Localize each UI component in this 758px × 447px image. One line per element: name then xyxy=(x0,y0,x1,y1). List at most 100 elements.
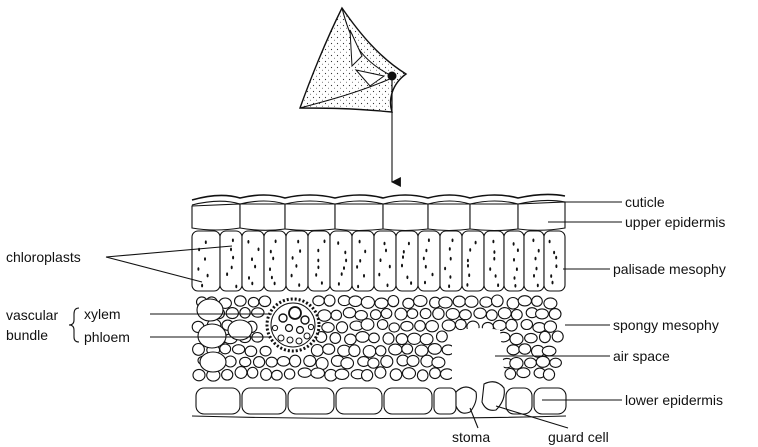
spongy-cell xyxy=(536,356,549,367)
spongy-cell xyxy=(311,368,325,378)
spongy-cell xyxy=(442,320,455,331)
chloroplast-dot xyxy=(363,274,365,278)
spongy-cell xyxy=(525,333,538,342)
spongy-cell xyxy=(517,368,530,378)
chloroplast-dot xyxy=(555,264,557,268)
spongy-cell xyxy=(198,324,226,348)
chloroplast-dot xyxy=(513,258,515,262)
chloroplast-dot xyxy=(343,266,345,270)
spongy-cell xyxy=(519,344,531,354)
chloroplast-dot xyxy=(235,285,237,289)
chloroplast-dot xyxy=(432,273,434,277)
spongy-cell xyxy=(193,369,205,380)
spongy-cell xyxy=(532,296,543,306)
chloroplast-dot xyxy=(274,282,276,286)
chloroplast-dot xyxy=(514,284,516,288)
spongy-cell xyxy=(525,358,537,368)
spongy-cell xyxy=(420,308,431,318)
spongy-cell xyxy=(290,355,301,367)
spongy-cell xyxy=(521,320,532,330)
spongy-cell xyxy=(414,296,427,307)
chloroplast-dot xyxy=(251,282,253,286)
chloroplast-dot xyxy=(295,264,297,268)
spongy-cell xyxy=(552,331,563,342)
chloroplast-dot xyxy=(230,248,232,252)
section-point-icon xyxy=(388,72,397,81)
spongy-cell xyxy=(420,334,433,345)
spongy-cell xyxy=(336,322,347,333)
chloroplast-dot xyxy=(553,251,555,255)
spongy-cell xyxy=(376,346,386,356)
chloroplast-dot xyxy=(492,240,494,244)
chloroplast-dot xyxy=(384,242,386,246)
chloroplast-dot xyxy=(272,257,274,261)
spongy-cell xyxy=(421,355,433,367)
chloroplast-dot xyxy=(450,257,452,261)
chloroplast-dot xyxy=(467,259,469,263)
chloroplast-dot xyxy=(269,267,271,271)
spongy-cell xyxy=(549,309,561,320)
spongy-cell xyxy=(493,320,506,330)
spongy-cell xyxy=(402,344,413,354)
phloem-cells xyxy=(278,335,284,341)
spongy-cell xyxy=(510,333,523,344)
spongy-cell xyxy=(313,296,325,306)
spongy-cell xyxy=(371,310,381,320)
label-palisade-mesophyll: palisade mesophy xyxy=(613,261,726,277)
chloroplast-dot xyxy=(315,273,317,277)
chloroplast-dot xyxy=(489,267,491,271)
spongy-cell xyxy=(510,358,523,370)
spongy-cell xyxy=(403,298,414,308)
spongy-cell xyxy=(453,296,465,307)
cuticle-layer xyxy=(192,194,565,200)
chloroplast-dot xyxy=(321,281,323,285)
spongy-cell xyxy=(415,321,426,332)
spongy-cell xyxy=(324,295,335,306)
chloroplast-dot xyxy=(251,257,253,261)
spongy-cell xyxy=(349,345,360,357)
chloroplast-dot xyxy=(345,259,347,263)
chloroplast-dot xyxy=(231,266,233,270)
spongy-cell xyxy=(260,346,271,356)
spongy-cell xyxy=(439,297,452,308)
spongy-cell xyxy=(428,344,441,355)
spongy-cell xyxy=(284,369,294,379)
spongy-cell xyxy=(235,296,247,306)
chloroplast-dot xyxy=(452,239,454,243)
spongy-cell xyxy=(544,321,556,332)
spongy-cell xyxy=(235,367,247,379)
label-phloem: phloem xyxy=(84,329,130,345)
chloroplast-dot xyxy=(337,241,339,245)
spongy-cell xyxy=(498,308,511,319)
upper-epidermis-cells xyxy=(192,202,565,231)
chloroplast-dot xyxy=(389,265,391,269)
spongy-cell xyxy=(415,345,428,356)
vascular-bundle xyxy=(267,299,319,351)
chloroplast-dot xyxy=(324,240,326,244)
spongy-cell xyxy=(544,298,557,309)
chloroplast-dot xyxy=(270,250,272,254)
spongy-cell xyxy=(383,333,394,344)
spongy-cell xyxy=(200,352,226,372)
spongy-cell xyxy=(259,296,271,307)
chloroplast-dot xyxy=(344,251,346,255)
spongy-cell xyxy=(330,333,341,344)
chloroplast-dot xyxy=(466,283,468,287)
spongy-cell xyxy=(446,309,459,320)
spongy-cell xyxy=(252,308,264,317)
spongy-cell xyxy=(361,297,374,309)
spongy-cell xyxy=(460,310,472,320)
spongy-cell xyxy=(403,368,416,379)
chloroplast-dot xyxy=(513,242,515,246)
chloroplast-dot xyxy=(497,283,499,287)
chloroplast-dot xyxy=(317,259,319,263)
spongy-cell xyxy=(455,319,466,329)
spongy-cell xyxy=(518,296,531,306)
chloroplast-dot xyxy=(317,249,319,253)
spongy-cell xyxy=(401,321,413,331)
label-guard-cell: guard cell xyxy=(548,429,609,445)
chloroplast-dot xyxy=(428,238,430,242)
spongy-cell xyxy=(343,308,355,318)
chloroplast-dot xyxy=(424,281,426,285)
